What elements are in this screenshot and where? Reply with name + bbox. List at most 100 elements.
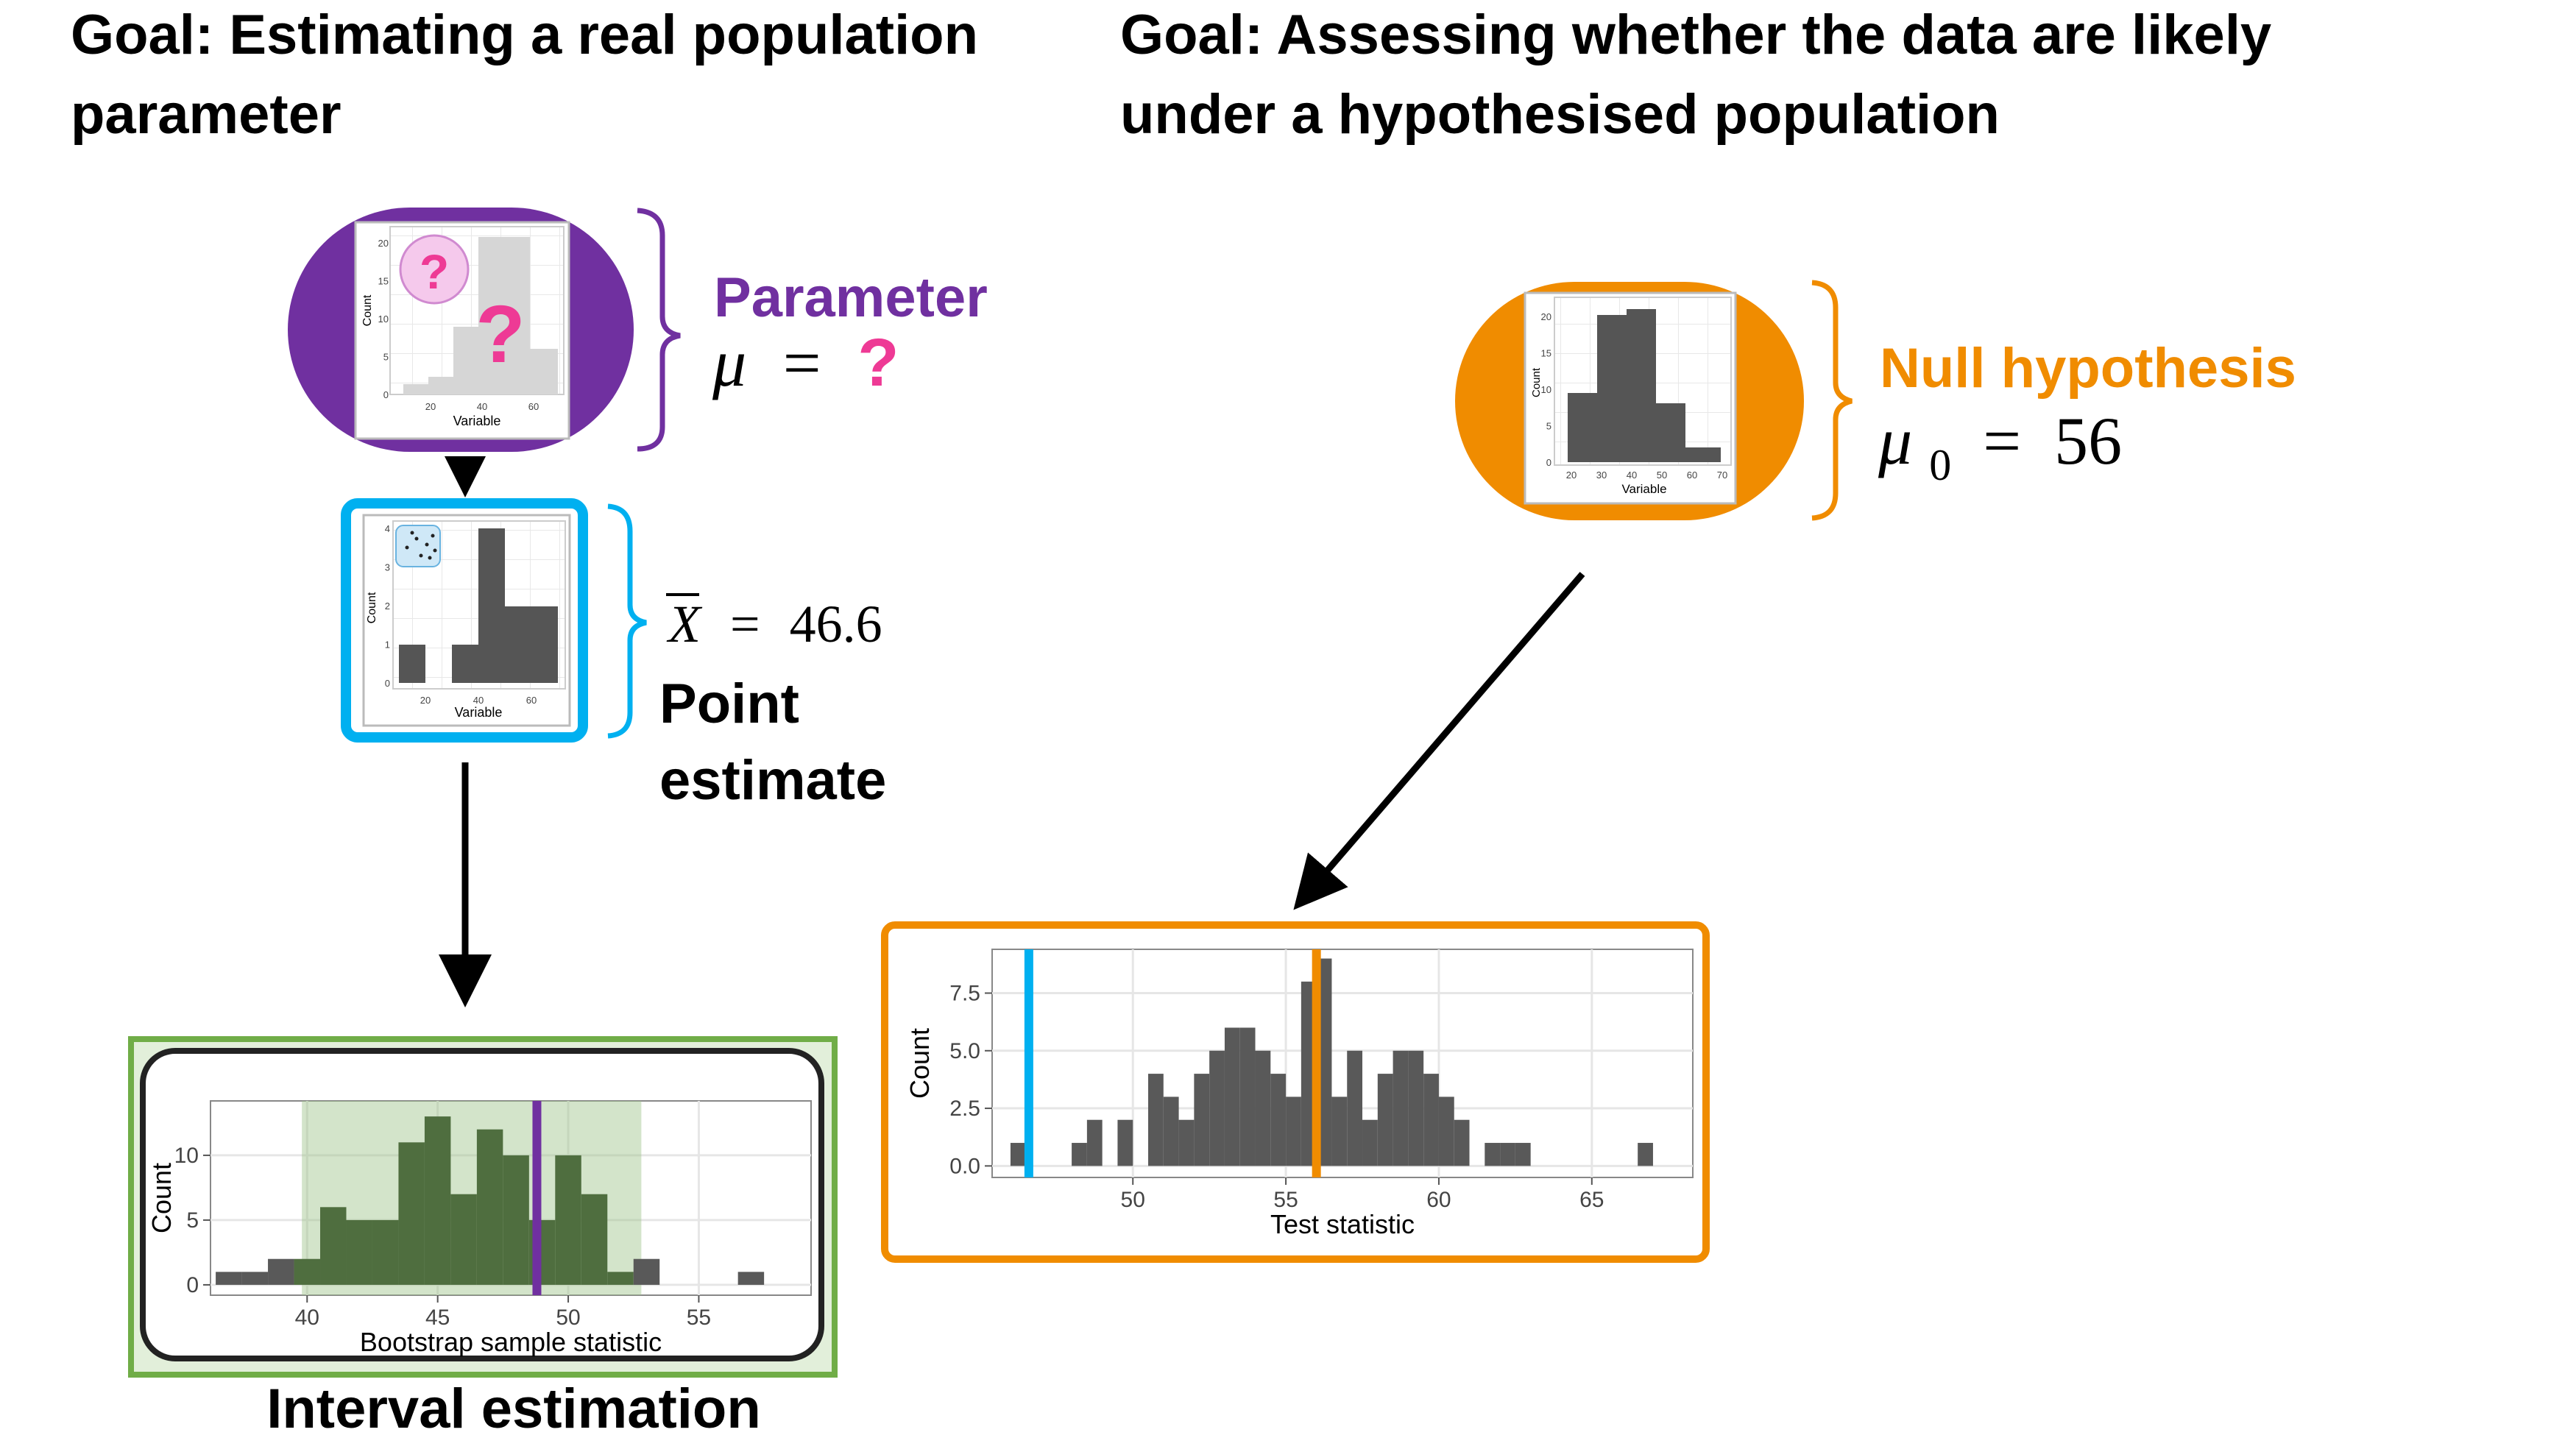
histogram-bar bbox=[1423, 1074, 1439, 1166]
y-tick-label: 10 bbox=[378, 313, 389, 325]
histogram-bar bbox=[1163, 1097, 1179, 1166]
histogram-bar bbox=[1086, 1119, 1103, 1166]
mu-subscript: 0 bbox=[1929, 441, 1951, 489]
x-tick-label: 20 bbox=[420, 695, 431, 706]
sample-points-icon bbox=[395, 525, 441, 567]
histogram-bar bbox=[424, 1116, 451, 1285]
histogram-bar bbox=[737, 1272, 765, 1285]
histogram-bar bbox=[555, 1155, 581, 1285]
y-tick-label: 0 bbox=[385, 678, 390, 689]
sample-y-axis-label: Count bbox=[366, 592, 378, 623]
y-tick-label: 15 bbox=[1541, 348, 1551, 359]
histogram-bar bbox=[372, 1219, 399, 1285]
x-tick-label: 50 bbox=[556, 1305, 580, 1330]
y-axis-label: Count bbox=[146, 1163, 177, 1233]
x-tick-label: 40 bbox=[477, 401, 487, 412]
null-value: 56 bbox=[2054, 403, 2122, 478]
histogram-bar bbox=[1331, 1097, 1348, 1166]
histogram-bar bbox=[1194, 1074, 1210, 1166]
histogram-bar bbox=[1485, 1143, 1501, 1166]
magnifier-question-mark: ? bbox=[420, 244, 449, 299]
histogram-bar bbox=[346, 1219, 372, 1285]
histogram-bar bbox=[503, 1155, 529, 1285]
y-tick-label: 3 bbox=[385, 562, 390, 573]
left-goal-heading: Goal: Estimating a real population param… bbox=[71, 4, 979, 146]
x-tick-label: 60 bbox=[1687, 470, 1697, 481]
y-tick-label: 5 bbox=[186, 1208, 199, 1233]
sample-brace bbox=[607, 503, 647, 739]
histogram-bar bbox=[1209, 1050, 1225, 1166]
point-estimate-label-line2: estimate bbox=[659, 749, 886, 812]
sample-mean-equation: X = 46.6 bbox=[666, 595, 882, 653]
histogram-bar bbox=[450, 1194, 477, 1285]
histogram-bar bbox=[607, 1272, 634, 1285]
histogram-bar bbox=[216, 1272, 242, 1285]
magnifier-circle bbox=[399, 234, 470, 305]
interval-estimation-label: Interval estimation bbox=[266, 1378, 761, 1440]
histogram-bar bbox=[294, 1258, 321, 1285]
histogram-bar bbox=[1347, 1050, 1363, 1166]
point-estimate-label: Point bbox=[659, 673, 799, 735]
x-tick-label: 60 bbox=[526, 695, 537, 706]
x-tick-label: 40 bbox=[1627, 470, 1637, 481]
x-tick-label: 60 bbox=[528, 401, 539, 412]
population-x-axis-label: Variable bbox=[453, 414, 501, 428]
parameter-heading: Parameter bbox=[714, 266, 988, 329]
histogram-bar bbox=[1408, 1050, 1424, 1166]
histogram-bar bbox=[1239, 1027, 1256, 1166]
histogram-bar bbox=[398, 1142, 425, 1285]
equals-sign: = bbox=[783, 325, 821, 400]
histogram-bar bbox=[1377, 1074, 1393, 1166]
x-tick-label: 40 bbox=[295, 1305, 319, 1330]
y-tick-label: 0 bbox=[186, 1273, 199, 1297]
histogram-bar bbox=[1178, 1119, 1195, 1166]
xbar-symbol: X bbox=[666, 595, 703, 653]
y-tick-label: 5 bbox=[383, 352, 389, 363]
mu-symbol: μ bbox=[1878, 403, 1912, 478]
histogram-bar bbox=[1224, 1027, 1240, 1166]
null-population-y-axis-label: Count bbox=[1530, 367, 1543, 397]
x-tick-label: 30 bbox=[1596, 470, 1607, 481]
parameter-equation: μ = ? bbox=[712, 325, 899, 400]
histogram-bar bbox=[1072, 1143, 1087, 1166]
y-tick-label: 10 bbox=[1541, 384, 1551, 395]
y-tick-label: 2.5 bbox=[949, 1097, 980, 1121]
x-tick-label: 20 bbox=[425, 401, 436, 412]
x-tick-label: 20 bbox=[1566, 470, 1577, 481]
histogram-bar bbox=[1270, 1074, 1287, 1166]
histogram-bar bbox=[476, 1129, 503, 1285]
histogram-bar bbox=[1362, 1119, 1378, 1166]
x-tick-label: 50 bbox=[1657, 470, 1667, 481]
x-tick-label: 40 bbox=[473, 695, 484, 706]
equals-sign: = bbox=[730, 595, 760, 653]
equals-sign: = bbox=[1983, 403, 2021, 478]
null-hypothesis-brace bbox=[1811, 280, 1853, 521]
histogram-bar bbox=[1500, 1143, 1515, 1166]
y-tick-label: 15 bbox=[378, 276, 389, 287]
x-axis-label: Bootstrap sample statistic bbox=[360, 1327, 662, 1357]
histogram-bar bbox=[1638, 1143, 1653, 1166]
x-tick-label: 50 bbox=[1121, 1188, 1145, 1212]
histogram-bar bbox=[1117, 1119, 1133, 1166]
x-tick-label: 55 bbox=[1273, 1188, 1298, 1212]
histogram-bar bbox=[1148, 1074, 1164, 1166]
histogram-bar bbox=[268, 1258, 294, 1285]
y-tick-label: 5.0 bbox=[949, 1039, 980, 1063]
y-tick-label: 0.0 bbox=[949, 1154, 980, 1178]
sample-x-axis-label: Variable bbox=[455, 705, 503, 720]
right-goal-heading: Goal: Assessing whether the data are lik… bbox=[1120, 4, 2272, 146]
histogram-bar bbox=[633, 1258, 660, 1285]
null-hypothesis-equation: μ 0 = 56 bbox=[1878, 403, 2122, 495]
x-tick-label: 70 bbox=[1717, 470, 1727, 481]
null-population-x-axis-label: Variable bbox=[1621, 482, 1666, 496]
null-hypothesis-heading: Null hypothesis bbox=[1880, 337, 2296, 400]
